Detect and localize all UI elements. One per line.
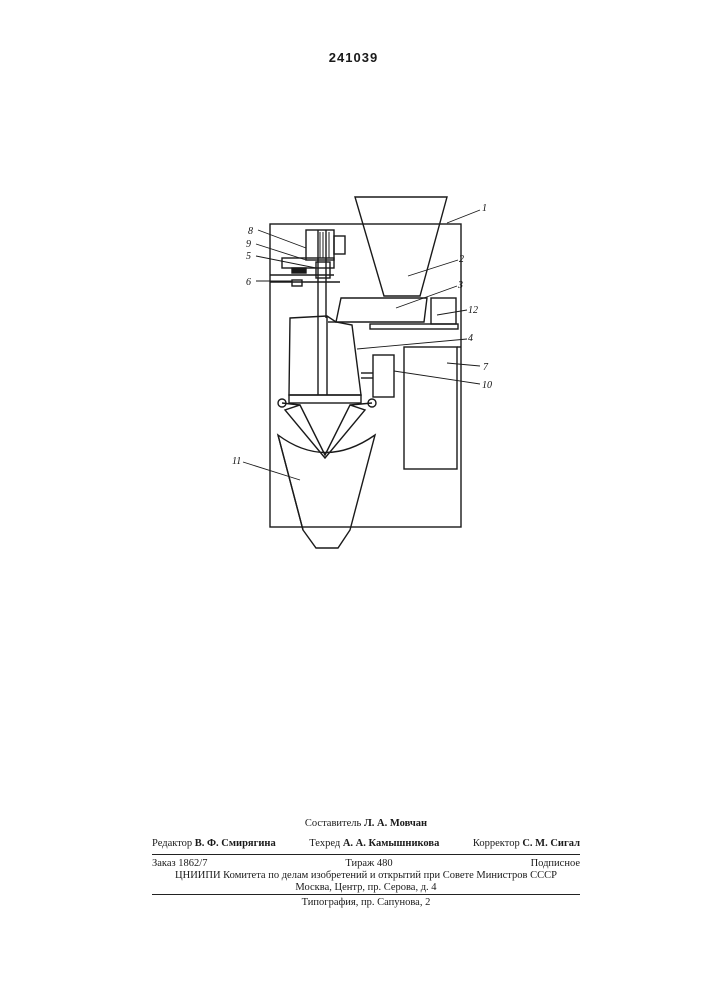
address-line: Москва, Центр, пр. Серова, д. 4: [152, 882, 580, 894]
jaws: [285, 405, 365, 458]
compiler-name: Л. А. Мовчан: [364, 818, 427, 829]
tech-credit: Техред А. А. Камышникова: [309, 838, 439, 850]
callout-8: 8: [248, 226, 253, 237]
institute-line: ЦНИИПИ Комитета по делам изобретений и о…: [152, 870, 580, 882]
callout-11: 11: [232, 456, 241, 467]
circulation: Тираж 480: [345, 858, 392, 870]
order-line: Заказ 1862/7 Тираж 480 Подписное: [152, 858, 580, 870]
compiler-line: Составитель Л. А. Мовчан: [152, 818, 580, 830]
callout-9: 9: [246, 239, 251, 250]
motor-10: [373, 355, 394, 397]
callout-5: 5: [246, 251, 251, 262]
hopper: [355, 197, 447, 296]
subscription: Подписное: [531, 858, 580, 870]
divider-bottom: [152, 894, 580, 895]
compiler-label: Составитель: [305, 818, 361, 829]
editor-credit: Редактор В. Ф. Смирягина: [152, 838, 276, 850]
callout-2: 2: [459, 254, 464, 265]
weighing-container: [289, 316, 361, 395]
callout-6: 6: [246, 277, 251, 288]
credits-line: Редактор В. Ф. Смирягина Техред А. А. Ка…: [152, 838, 580, 850]
printing-line: Типография, пр. Сапунова, 2: [152, 897, 580, 909]
callout-1: 1: [482, 203, 487, 214]
callout-4: 4: [468, 333, 473, 344]
divider-top: [152, 854, 580, 855]
cabinet: [404, 347, 457, 469]
box-12: [431, 298, 456, 324]
shelf: [370, 324, 458, 329]
callout-10: 10: [482, 380, 492, 391]
callout-12: 12: [468, 305, 478, 316]
corrector-credit: Корректор С. М. Сигал: [473, 838, 580, 850]
order-number: Заказ 1862/7: [152, 858, 207, 870]
callout-7: 7: [483, 362, 489, 373]
callout-3: 3: [457, 280, 463, 291]
